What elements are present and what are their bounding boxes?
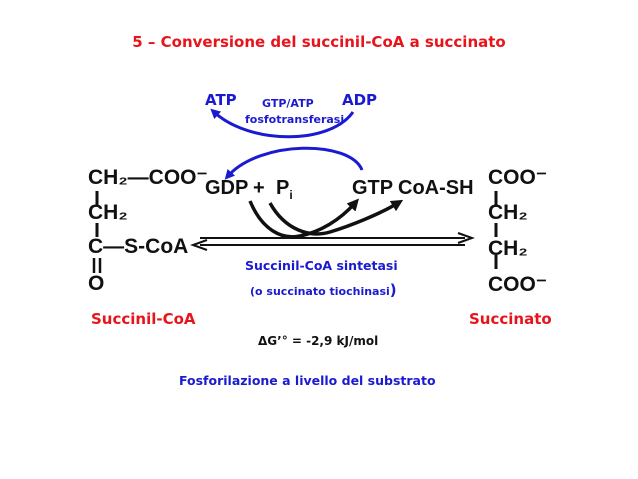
- substrate-row4: O: [88, 272, 105, 295]
- coash-label: CoA-SH: [398, 177, 474, 199]
- delta-g-value: ΔG’° = -2,9 kJ/mol: [258, 334, 379, 348]
- enzyme-name: Succinil-CoA sintetasi: [245, 258, 398, 273]
- plus-sign: +: [253, 177, 265, 199]
- substrate-row2: CH₂: [88, 201, 128, 224]
- transferase-label-line1: GTP/ATP: [262, 97, 314, 110]
- transferase-label-line2: fosfotransferasi: [245, 113, 345, 126]
- coash-curved-arrow: [268, 199, 404, 236]
- substrate-name: Succinil-CoA: [91, 310, 196, 328]
- gdp-curved-arrow: [248, 198, 359, 239]
- product-row2: CH₂: [488, 201, 528, 224]
- phosphate-label: Pi: [276, 177, 293, 202]
- substrate-row1: CH₂—COO⁻: [88, 166, 208, 189]
- page-title: 5 – Conversione del succinil-CoA a succi…: [132, 33, 506, 51]
- adp-to-atp-arrow: [210, 108, 355, 139]
- gdp-label: GDP: [205, 177, 249, 199]
- footer-caption: Fosforilazione a livello del substrato: [179, 373, 436, 388]
- enzyme-alt-name: (o succinato tiochinasi): [250, 281, 397, 299]
- gtp-label: GTP: [352, 177, 394, 199]
- adp-label: ADP: [342, 91, 378, 109]
- substrate-row3: C—S-CoA: [88, 235, 189, 258]
- product-row3: CH₂: [488, 237, 528, 260]
- atp-label: ATP: [205, 91, 237, 109]
- product-row1: COO⁻: [488, 166, 547, 189]
- gtp-to-gdp-arrow: [224, 146, 364, 180]
- product-name: Succinato: [469, 310, 552, 328]
- product-row4: COO⁻: [488, 273, 547, 296]
